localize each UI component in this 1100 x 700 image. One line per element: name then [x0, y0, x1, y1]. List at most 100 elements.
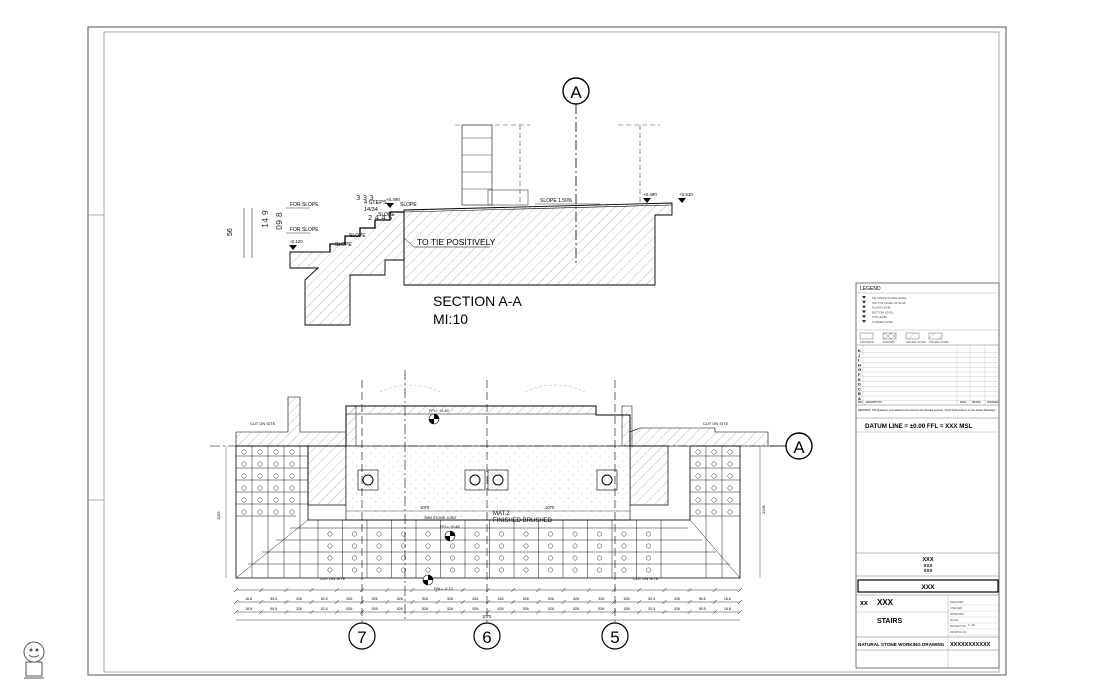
rev-letter: E [858, 377, 861, 382]
dim-cell-label: 526 [598, 597, 604, 601]
stone-marker [289, 509, 295, 515]
stone-marker [241, 461, 247, 467]
dim-tick [233, 587, 239, 593]
dim-tick [712, 599, 717, 605]
stone-marker [273, 473, 279, 479]
dim-cell-label: 526 [447, 597, 453, 601]
stone-marker [289, 473, 295, 479]
dim-tick [712, 587, 717, 593]
dim-tick [737, 609, 743, 615]
stone-marker [425, 531, 431, 537]
stone-marker [711, 461, 717, 467]
finish-label: FINISHED BRUSHED [493, 518, 553, 524]
stone-marker [450, 555, 455, 561]
section-title: SECTION A-A [433, 293, 522, 309]
level-mid: +0.490 [386, 197, 400, 202]
rev-header: DATE [960, 401, 966, 404]
dim-cell-label: 95.5 [699, 607, 706, 611]
stone-marker [523, 567, 529, 573]
dim-cell-label: 16.8 [724, 597, 731, 601]
stone-marker [572, 555, 578, 561]
side-field-label: APPROVED [950, 613, 964, 616]
level-plus-0490: +0.490 [643, 192, 657, 197]
rev-letter: F [858, 372, 861, 377]
slope-label-1: SLOPE [400, 202, 417, 208]
grid-bubble-7 [348, 622, 376, 650]
slope-label-4: SLOPE [335, 242, 352, 248]
dim-tick [309, 609, 314, 615]
section-marker-right-label: A [793, 438, 805, 457]
dim-cell-label: 95.5 [270, 607, 277, 611]
stone-marker [523, 555, 529, 561]
section-marker-top-label: A [570, 83, 582, 102]
legend-symbol [862, 296, 866, 299]
stone-marker [327, 567, 333, 573]
dim-tick [259, 587, 264, 593]
ffl-marker-mid: FFL= +0.46 [440, 525, 460, 542]
hatch-swatch [882, 332, 897, 340]
hatch-swatch [905, 332, 920, 340]
dim-cell-label: 526 [346, 597, 352, 601]
dim-cell-label: 326 [296, 607, 302, 611]
rev-letter: K [858, 348, 861, 353]
slope-percentage: SLOPE 1.50% [540, 198, 573, 204]
stone-marker [273, 461, 279, 467]
dim-tick [233, 599, 239, 605]
stone-marker [241, 497, 247, 503]
stone-marker [257, 497, 263, 503]
rev-header: DRAWN [972, 401, 981, 404]
stone-marker [695, 449, 701, 455]
dim-tick [687, 599, 692, 605]
stone-marker [450, 543, 455, 549]
dim-tick [435, 609, 440, 615]
stone-marker [711, 497, 717, 503]
stone-marker [327, 531, 333, 537]
stone-marker [289, 449, 295, 455]
tread-grid [235, 446, 741, 579]
stone-marker [523, 543, 529, 549]
slope-label-2: SLOPE [378, 212, 395, 218]
dim-left: 1155 [216, 511, 221, 520]
stone-marker [425, 543, 431, 549]
stone-marker [695, 461, 701, 467]
legend-item: TOP LEVEL [872, 315, 888, 319]
legend-symbol [862, 300, 866, 304]
stone-marker [474, 543, 480, 549]
project-box [857, 579, 999, 593]
rev-letter: B [858, 391, 861, 396]
stone-marker [548, 567, 553, 573]
hatch-swatch [859, 332, 874, 340]
stone-marker [548, 555, 553, 561]
stone-marker [257, 449, 263, 455]
project-code: xx [860, 600, 868, 607]
dim-cell-label: 526 [624, 607, 630, 611]
stone-marker [727, 497, 733, 503]
dim-tick [687, 609, 692, 615]
stone-marker [727, 449, 733, 455]
grid-bubble-5 [601, 622, 629, 650]
level-right: +0.510 [679, 192, 693, 197]
grid-label-5: 5 [610, 628, 619, 647]
stone-marker [727, 485, 733, 491]
scale-value: 1 : 10 [968, 623, 975, 627]
dim-tick [233, 609, 239, 615]
dim-tick [460, 599, 465, 605]
dim-tick [334, 599, 339, 605]
stone-marker [241, 473, 247, 479]
dim-tick [511, 587, 516, 593]
stone-marker [548, 531, 553, 537]
dim-top-right: 1070 [545, 505, 555, 510]
section-scale: MI:10 [433, 311, 468, 327]
rev-letter: H [858, 362, 861, 367]
company-logo [23, 641, 45, 679]
stone-marker [695, 497, 701, 503]
dim-cell-label: 52.5 [648, 597, 655, 601]
note-tie-positively: TO TIE POSITIVELY [417, 237, 496, 247]
stone-marker [597, 531, 602, 537]
dim-tick [334, 587, 339, 593]
legend-item: FFL FINISH FLOOR LEVEL [872, 296, 907, 300]
stone-marker [621, 543, 627, 549]
dim-tick [611, 587, 617, 593]
stone-marker [474, 531, 480, 537]
project-name: XXX [877, 598, 894, 607]
